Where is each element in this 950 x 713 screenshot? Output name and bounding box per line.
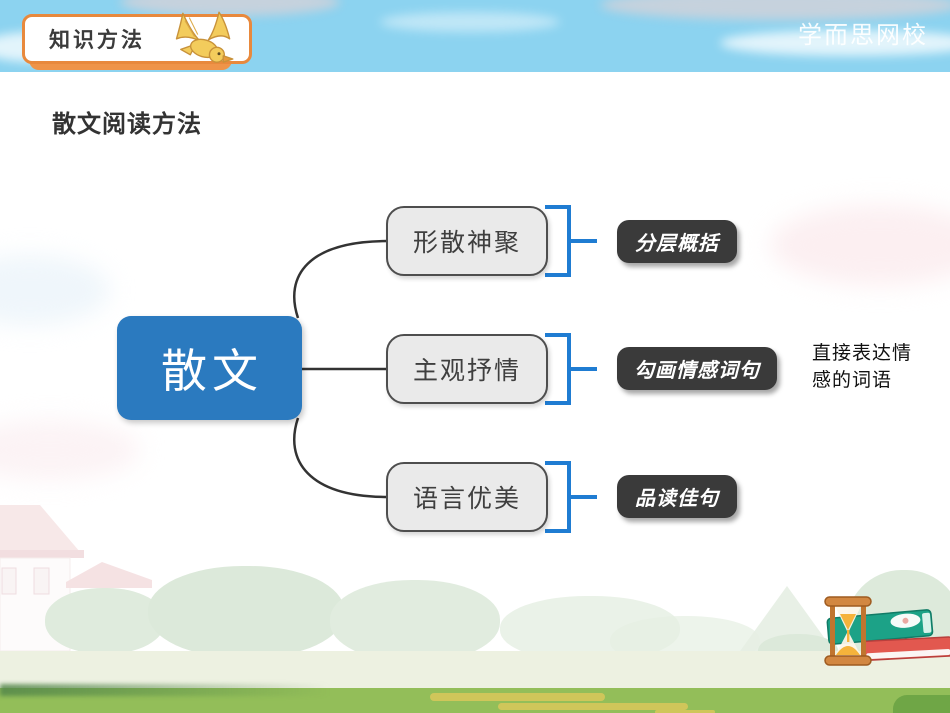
cloud	[120, 0, 340, 16]
feature-box-1: 形散神聚	[386, 206, 548, 276]
annotation-text: 直接表达情感的词语	[812, 343, 913, 391]
bird-icon	[175, 11, 234, 63]
method-box-1: 分层概括	[617, 220, 737, 263]
grass-highlight	[655, 710, 715, 713]
bush	[148, 566, 344, 658]
method-box-3: 品读佳句	[617, 475, 737, 518]
bush	[330, 580, 500, 662]
cloud	[600, 0, 950, 20]
mindmap-root-node: 散文	[117, 316, 302, 420]
cloud	[770, 205, 950, 285]
badge-label: 知识方法	[49, 29, 145, 52]
bracket	[545, 333, 597, 405]
section-badge: 知识方法	[22, 11, 262, 84]
connector-line	[293, 417, 389, 499]
cloud	[380, 12, 560, 32]
bush	[45, 588, 165, 654]
hourglass-books-icon	[824, 596, 950, 666]
cloud	[0, 420, 140, 480]
method-box-2: 勾画情感词句	[617, 347, 777, 390]
feature-box-3: 语言优美	[386, 462, 548, 532]
feature-box-2: 主观抒情	[386, 334, 548, 404]
grass-shadow	[0, 684, 330, 696]
page-title: 散文阅读方法	[52, 111, 202, 138]
bracket	[545, 461, 597, 533]
brand-watermark: 学而思网校	[798, 22, 928, 49]
grass-shadow	[893, 695, 950, 713]
connector-line	[293, 239, 389, 319]
grass-highlight	[498, 703, 688, 710]
cloud	[720, 30, 950, 56]
bracket	[545, 205, 597, 277]
grass-highlight	[430, 693, 605, 701]
